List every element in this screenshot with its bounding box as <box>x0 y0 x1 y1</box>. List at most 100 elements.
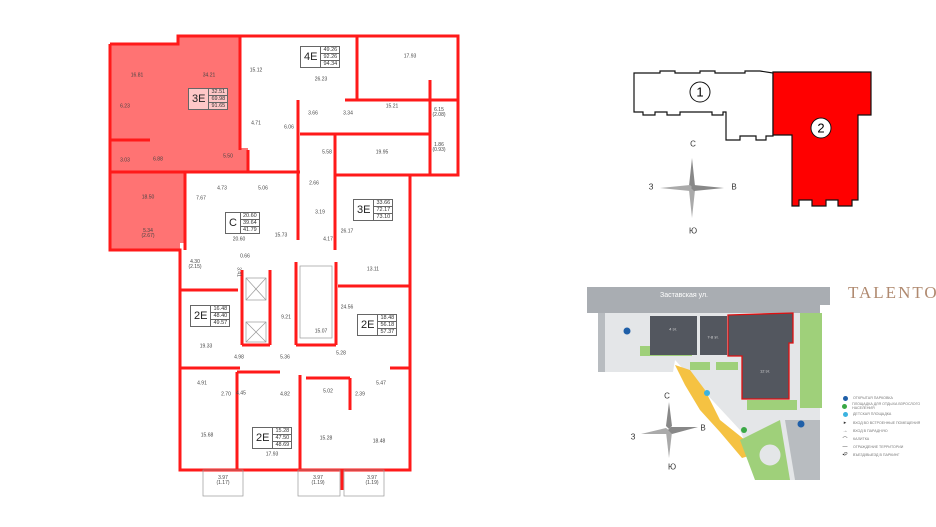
compass-east: В <box>700 423 706 433</box>
room-area-label: 3.97 (1.19) <box>365 475 379 486</box>
room-area-label: 9.21 <box>281 314 291 321</box>
street-label: Заставская ул. <box>660 292 709 299</box>
total-area-with-balcony: 49.57 <box>213 320 228 326</box>
apartment-type: 2E <box>256 432 270 444</box>
compass-bottom-icon <box>641 402 698 458</box>
room-area-label: 4.17 <box>323 236 333 243</box>
legend-label: ПЛОЩАДКА ДЛЯ ОТДЫХА ВЗРОСЛОГО НАСЕЛЕНИЯ <box>852 402 921 411</box>
total-area: 47.50 <box>273 435 292 442</box>
room-area-label: 18.48 <box>372 438 386 445</box>
building-label: 4 эт. <box>669 326 677 332</box>
room-area-label: 16.81 <box>130 72 144 79</box>
building-selected[interactable] <box>727 312 794 400</box>
living-area: 33.66 <box>374 200 393 207</box>
room-area-label: 15.21 <box>385 103 399 110</box>
room-area-label: 19.95 <box>375 149 389 156</box>
room-area-label: 2.70 <box>221 391 231 398</box>
playground-icon <box>704 390 710 396</box>
building-7-8-floors[interactable] <box>700 316 727 355</box>
apartment-type: 2E <box>194 310 208 322</box>
room-area-label: 2.66 <box>309 180 319 187</box>
apartment-type: 2E <box>361 319 375 331</box>
compass-north: С <box>690 139 696 149</box>
living-area: 20.60 <box>240 213 259 220</box>
compass-east: В <box>731 182 737 192</box>
room-area-label: 24.56 <box>340 304 354 311</box>
building-label: 7-8 эт. <box>707 334 719 340</box>
total-area: 39.64 <box>240 220 259 227</box>
legend-item: ▸ВХОД ВО ВСТРОЕННЫЕ ПОМЕЩЕНИЯ <box>840 419 936 427</box>
room-area-label: 3.34 <box>343 110 353 117</box>
parking-icon <box>623 327 631 335</box>
apartment-type: 4E <box>304 51 318 63</box>
total-area-with-balcony: 48.69 <box>275 442 290 448</box>
room-area-label: 18.50 <box>141 194 155 201</box>
total-area-with-balcony: 41.79 <box>242 227 257 233</box>
compass-west: З <box>648 182 654 192</box>
apartment-type: C <box>229 217 237 229</box>
fence-icon: — <box>842 444 848 451</box>
room-area-label: 5.36 <box>280 354 290 361</box>
legend-item: ПЛОЩАДКА ДЛЯ ОТДЫХА ВЗРОСЛОГО НАСЕЛЕНИЯ <box>840 402 936 410</box>
total-area: 92.26 <box>321 54 340 61</box>
compass-top-icon <box>660 158 724 218</box>
building-2-marker[interactable]: 2 <box>810 117 832 139</box>
room-area-label: 3.97 (1.17) <box>216 475 230 486</box>
legend-label: КАЛИТКА <box>853 437 870 442</box>
compass-west: З <box>630 432 636 442</box>
room-area-label: 19.33 <box>199 343 213 350</box>
room-area-label: 1.86 (0.93) <box>432 142 446 153</box>
room-area-label: 3.97 (1.19) <box>311 475 325 486</box>
room-area-label: 4.45 <box>236 390 246 397</box>
building-4-floors[interactable] <box>650 316 697 355</box>
room-area-label: 13.11 <box>366 266 380 273</box>
apartment-type: 3E <box>357 204 371 216</box>
total-area: 69.98 <box>209 96 228 103</box>
room-area-label: 15.12 <box>249 67 263 74</box>
room-area-label: 26.17 <box>340 228 354 235</box>
apartment-type: 3E <box>192 93 206 105</box>
room-area-label: 4.73 <box>217 185 227 192</box>
building-1-marker[interactable]: 1 <box>689 81 711 103</box>
room-area-label: 5.58 <box>322 149 332 156</box>
legend-label: ВХОД ВО ВСТРОЕННЫЕ ПОМЕЩЕНИЯ <box>853 420 921 425</box>
room-area-label: 7.67 <box>196 195 206 202</box>
room-area-label: 6.06 <box>284 124 294 131</box>
room-area-label: 6.15 (2.08) <box>432 107 446 118</box>
room-area-label: 5.34 (2.67) <box>141 228 155 239</box>
room-area-label: 5.06 <box>258 185 268 192</box>
playground-icon <box>840 411 850 417</box>
room-area-label: 6.23 <box>120 103 130 110</box>
room-area-label: 17.93 <box>403 53 417 60</box>
parking-entry-icon: ▪P <box>842 452 848 459</box>
talento-logo: TALENTO <box>848 283 936 302</box>
total-area: 56.18 <box>378 322 397 329</box>
legend-label: ВХОД В ПАРАДНУЮ <box>853 428 888 433</box>
entrance-lobby-icon: → <box>842 427 848 434</box>
legend-label: ОГРАЖДЕНИЕ ТЕРРИТОРИИ <box>853 445 904 450</box>
compass-north: С <box>664 391 670 401</box>
total-area-with-balcony: 94.34 <box>323 61 338 67</box>
building-1-outline[interactable] <box>633 70 774 141</box>
total-area-with-balcony: 57.37 <box>380 329 395 335</box>
living-area: 18.48 <box>378 315 397 322</box>
legend-item: ⌒КАЛИТКА <box>840 435 936 443</box>
building-2-outline[interactable] <box>772 71 872 207</box>
legend-item: ОТКРЫТАЯ ПАРКОВКА <box>840 394 936 402</box>
total-area-with-balcony: 91.65 <box>211 103 226 109</box>
living-area: 32.51 <box>209 89 228 96</box>
